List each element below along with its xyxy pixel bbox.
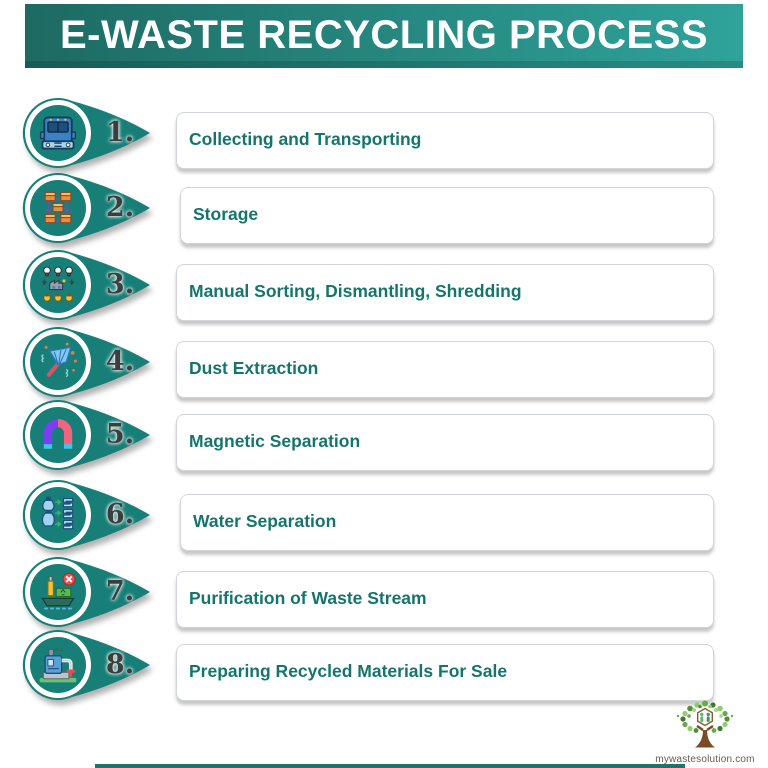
magnet-icon — [43, 418, 73, 449]
logo-text: mywastesolution.com — [655, 754, 755, 765]
step-number: 3. — [105, 269, 135, 300]
step-label: Collecting and Transporting — [189, 129, 422, 149]
storage-boxes-icon — [44, 191, 72, 224]
step-label: Purification of Waste Stream — [189, 588, 427, 608]
step-number: 1. — [105, 117, 135, 148]
step-icon-circle — [30, 105, 86, 161]
step-row-5: 5. Magnetic Separation — [0, 397, 768, 473]
step-icon-circle — [30, 637, 86, 693]
step-number: 8. — [105, 649, 135, 680]
duster-icon — [41, 342, 77, 378]
step-icon-circle — [30, 487, 86, 543]
step-row-1: 1. Collecting and Transporting — [0, 95, 768, 171]
step-row-3: 3. Manual Sorting, Dismantling, Shreddin… — [0, 247, 768, 323]
footer-logo: mywastesolution.com — [645, 700, 765, 766]
step-icon-circle — [30, 257, 86, 313]
step-number: 2. — [105, 192, 135, 223]
step-label-box: Collecting and Transporting — [176, 112, 714, 169]
waste-ship-icon — [41, 572, 76, 610]
step-icon-circle — [30, 334, 86, 390]
step-row-2: 2. Storage — [0, 170, 768, 246]
recycling-plant-icon — [39, 648, 77, 683]
step-number: 5. — [105, 419, 135, 450]
header-banner: E-WASTE RECYCLING PROCESS — [25, 4, 743, 68]
step-label-box: Water Separation — [180, 494, 714, 551]
step-row-4: 4. Dust Extraction — [0, 324, 768, 400]
step-icon-circle — [30, 407, 86, 463]
step-row-8: 8. Preparing Recycled Materials For Sale — [0, 627, 768, 703]
step-number: 7. — [105, 576, 135, 607]
step-label-box: Magnetic Separation — [176, 414, 714, 471]
step-icon-circle — [30, 564, 86, 620]
step-label: Magnetic Separation — [189, 431, 361, 451]
step-row-7: 7. Purification of Waste Stream — [0, 554, 768, 630]
bottom-accent-bar — [95, 764, 685, 768]
step-label: Storage — [193, 204, 259, 224]
step-label-box: Manual Sorting, Dismantling, Shredding — [176, 264, 714, 321]
page-title: E-WASTE RECYCLING PROCESS — [59, 13, 709, 57]
step-label: Preparing Recycled Materials For Sale — [189, 661, 508, 681]
step-label: Manual Sorting, Dismantling, Shredding — [189, 281, 522, 301]
step-icon-circle — [30, 180, 86, 236]
sorting-factory-icon — [41, 266, 75, 302]
truck-icon — [39, 116, 77, 150]
step-label-box: Preparing Recycled Materials For Sale — [176, 644, 714, 701]
step-label-box: Dust Extraction — [176, 341, 714, 398]
step-label: Dust Extraction — [189, 358, 319, 378]
step-number: 4. — [105, 346, 135, 377]
step-label-box: Purification of Waste Stream — [176, 571, 714, 628]
step-label-box: Storage — [180, 187, 714, 244]
step-number: 6. — [105, 499, 135, 530]
tree-logo-icon — [676, 700, 734, 748]
step-label: Water Separation — [193, 511, 337, 531]
step-row-6: 6. Water Separation — [0, 477, 768, 553]
water-bottle-icon — [41, 496, 74, 530]
